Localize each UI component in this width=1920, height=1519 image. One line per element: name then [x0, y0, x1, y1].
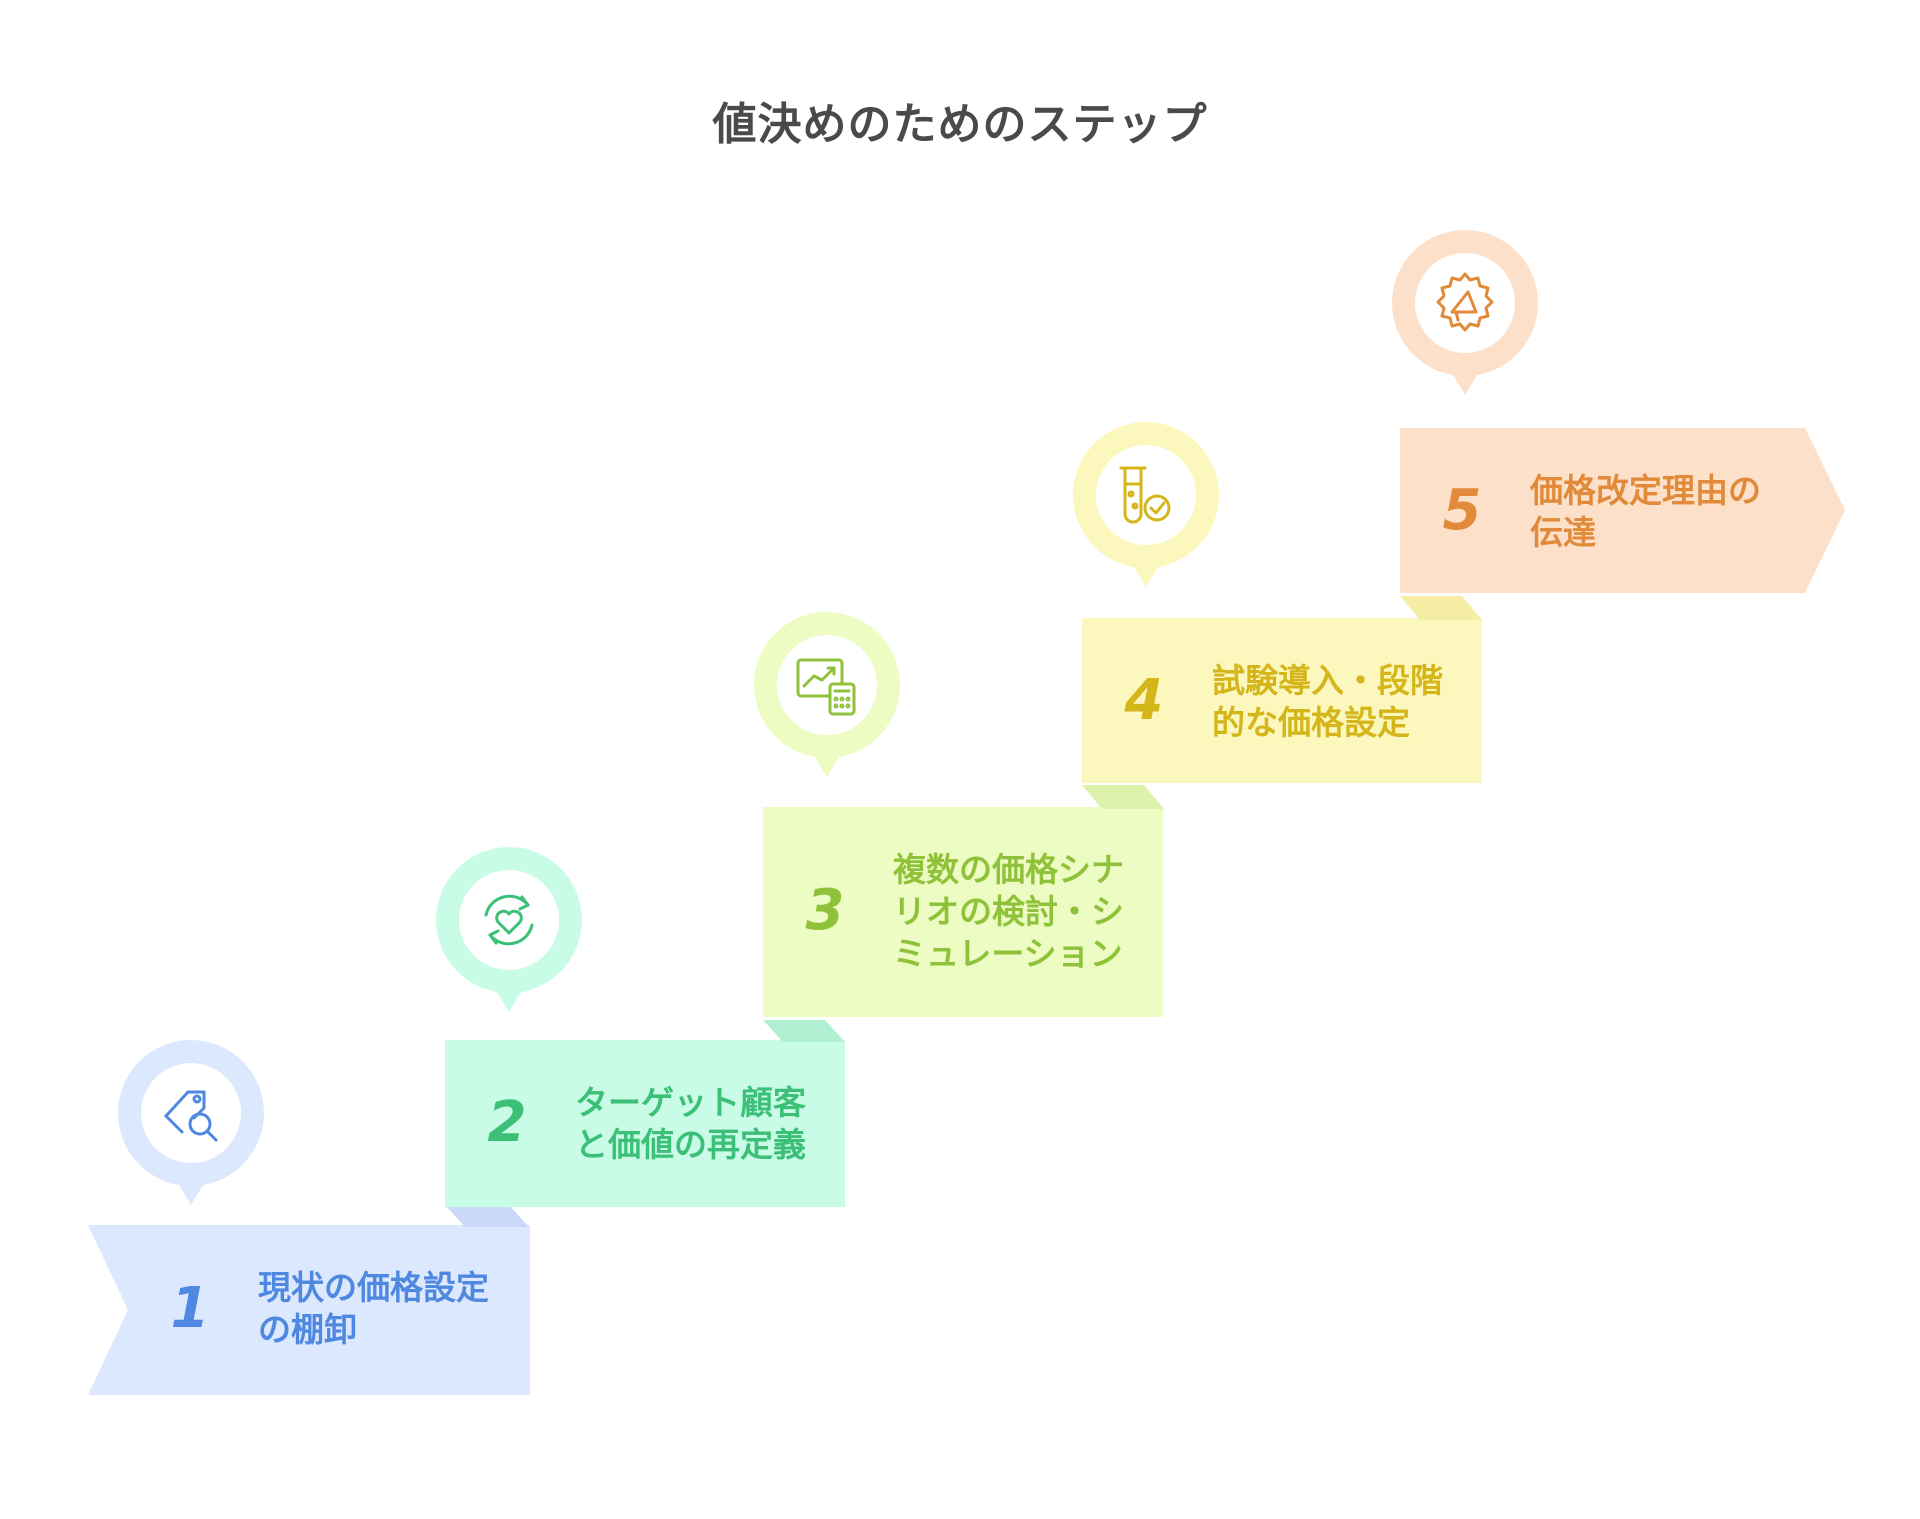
step-2-panel — [445, 1040, 845, 1207]
step-5: 5 価格改定理由の 伝達 — [1400, 428, 1845, 593]
step-2-label-line-1: ターゲット顧客 — [575, 1083, 806, 1122]
step-1-fold — [445, 1205, 529, 1227]
diagram-title: 値決めのためのステップ — [712, 99, 1208, 150]
step-5-number: 5 — [1442, 478, 1482, 543]
step-2-number: 2 — [487, 1090, 527, 1155]
step-1-label-line-1: 現状の価格設定 — [258, 1268, 489, 1307]
step-1-label: 現状の価格設定 の棚卸 — [258, 1267, 489, 1351]
step-4-label: 試験導入・段階 的な価格設定 — [1212, 660, 1443, 744]
price-tag-search-icon — [156, 1078, 226, 1148]
step-3-label-line-2: リオの検討・シ — [893, 892, 1124, 931]
step-5-panel — [1400, 428, 1845, 593]
megaphone-badge-icon — [1430, 268, 1500, 338]
step-4-panel — [1082, 618, 1482, 783]
step-4-label-line-2: 的な価格設定 — [1212, 703, 1410, 742]
test-tube-check-icon — [1111, 460, 1181, 530]
step-3-fold — [1082, 785, 1164, 809]
step-4: 4 試験導入・段階 的な価格設定 — [1082, 618, 1482, 783]
step-3-number: 3 — [805, 878, 845, 943]
step-3-label-line-3: ミュレーション — [893, 934, 1123, 973]
heart-refresh-icon — [474, 885, 544, 955]
step-2-fold — [763, 1020, 845, 1042]
step-4-fold — [1400, 596, 1482, 620]
step-3-label-line-1: 複数の価格シナ — [893, 850, 1124, 889]
step-4-label-line-1: 試験導入・段階 — [1212, 661, 1443, 700]
step-3-label: 複数の価格シナ リオの検討・シ ミュレーション — [893, 849, 1124, 975]
step-2: 2 ターゲット顧客 と価値の再定義 — [445, 1040, 845, 1207]
step-5-pin — [1392, 230, 1538, 410]
step-1: 1 現状の価格設定 の棚卸 — [88, 1225, 530, 1395]
step-4-pin — [1073, 422, 1219, 602]
step-2-label-line-2: と価値の再定義 — [575, 1125, 806, 1164]
step-5-label-line-1: 価格改定理由の — [1530, 471, 1761, 510]
chart-calculator-icon — [792, 650, 862, 720]
step-1-panel — [88, 1225, 530, 1395]
step-1-label-line-2: の棚卸 — [258, 1310, 357, 1349]
step-2-pin — [436, 847, 582, 1027]
step-3-panel — [763, 807, 1163, 1017]
step-1-number: 1 — [170, 1276, 210, 1341]
step-4-number: 4 — [1124, 668, 1164, 733]
step-3: 3 複数の価格シナ リオの検討・シ ミュレーション — [763, 807, 1163, 1017]
step-2-label: ターゲット顧客 と価値の再定義 — [575, 1082, 806, 1166]
step-1-pin — [118, 1040, 264, 1220]
step-3-pin — [754, 612, 900, 792]
step-5-label: 価格改定理由の 伝達 — [1530, 470, 1761, 554]
step-5-label-line-2: 伝達 — [1530, 513, 1596, 552]
